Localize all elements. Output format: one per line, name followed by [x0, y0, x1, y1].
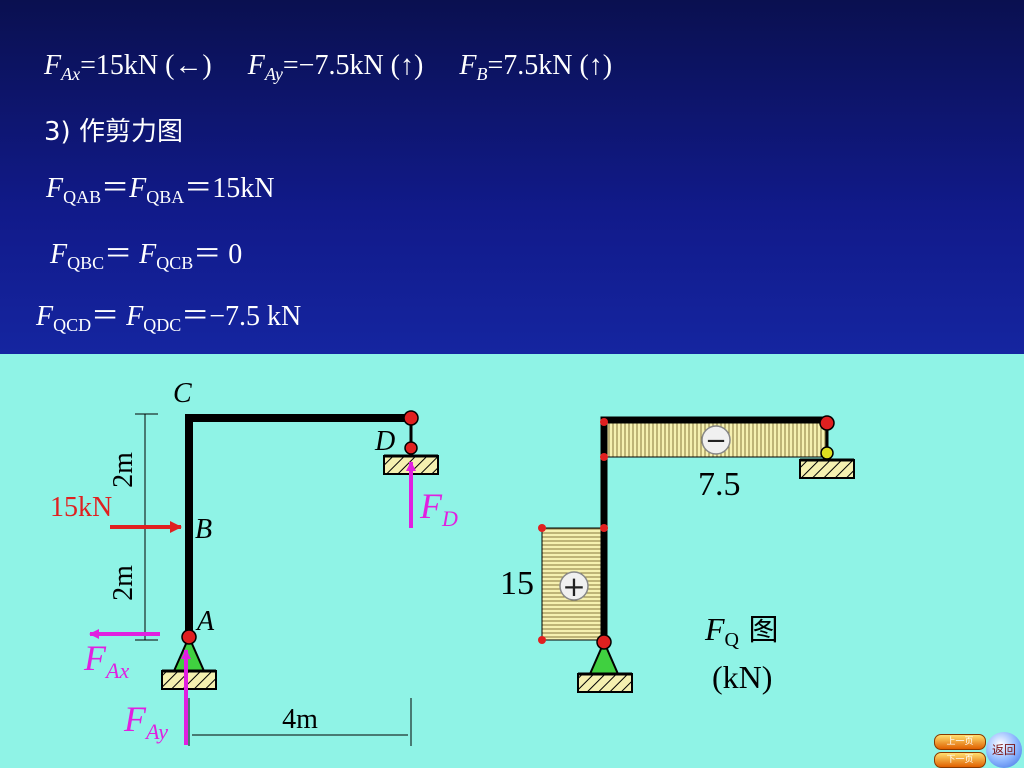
plus-sign-circle — [559, 571, 589, 601]
prev-page-button[interactable]: 上一页 — [934, 734, 986, 750]
dim-label-horizontal: 4m — [282, 704, 318, 735]
dim-label-upper: 2m — [108, 452, 139, 488]
hinge-a-shear — [596, 634, 612, 650]
frame-structure — [89, 410, 439, 746]
vertex-dot-c — [600, 418, 608, 426]
back-button[interactable]: 返回 — [986, 732, 1022, 768]
shear-diagram-title: FQ 图 — [704, 611, 779, 651]
vertex-dot-c2 — [600, 453, 608, 461]
label-b: B — [195, 514, 212, 545]
step-title: 3) 作剪力图 — [44, 117, 183, 147]
dim-label-lower: 2m — [108, 565, 139, 601]
label-d: D — [374, 426, 395, 457]
equation-qbc: FQBC＝ FQCB＝ 0 — [50, 239, 243, 273]
label-c: C — [173, 378, 192, 409]
hinge-a — [181, 629, 197, 645]
frame-member — [185, 414, 411, 637]
label-a: A — [195, 606, 215, 637]
label-fay: FAy — [123, 699, 168, 744]
diagram-area — [0, 354, 1024, 768]
reactions-line: FAx=15kN (←) FAy=−7.5kN (↑) FB=7.5kN (↑) — [44, 50, 613, 84]
vertex-dot-b — [600, 524, 608, 532]
ground-hatch-d-shear — [799, 459, 855, 479]
load-label: 15kN — [50, 492, 112, 523]
next-page-button[interactable]: 下一页 — [934, 752, 986, 768]
shear-force-diagram — [538, 415, 855, 693]
label-fd: FD — [419, 486, 458, 531]
ground-hatch-a-shear — [577, 673, 633, 693]
roller-pin-d — [404, 441, 418, 455]
label-fax: FAx — [83, 638, 129, 683]
vertex-dot-a2 — [538, 636, 546, 644]
header-panel — [0, 0, 1024, 354]
plus-sign: + — [562, 570, 585, 603]
hinge-d-shear — [819, 415, 835, 431]
minus-sign: − — [705, 426, 727, 456]
equation-qcd: FQCD＝ FQDC＝−7.5 kN — [36, 301, 302, 335]
value-top: 7.5 — [698, 466, 741, 503]
hinge-d-top — [403, 410, 419, 426]
roller-pin-d-shear — [820, 446, 834, 460]
value-left: 15 — [500, 565, 534, 602]
minus-sign-circle — [701, 425, 731, 455]
equation-qab: FQAB＝FQBA＝15kN — [46, 173, 275, 207]
ground-hatch-a — [161, 670, 217, 690]
shear-diagram-unit: (kN) — [712, 659, 772, 695]
vertex-dot-b2 — [538, 524, 546, 532]
